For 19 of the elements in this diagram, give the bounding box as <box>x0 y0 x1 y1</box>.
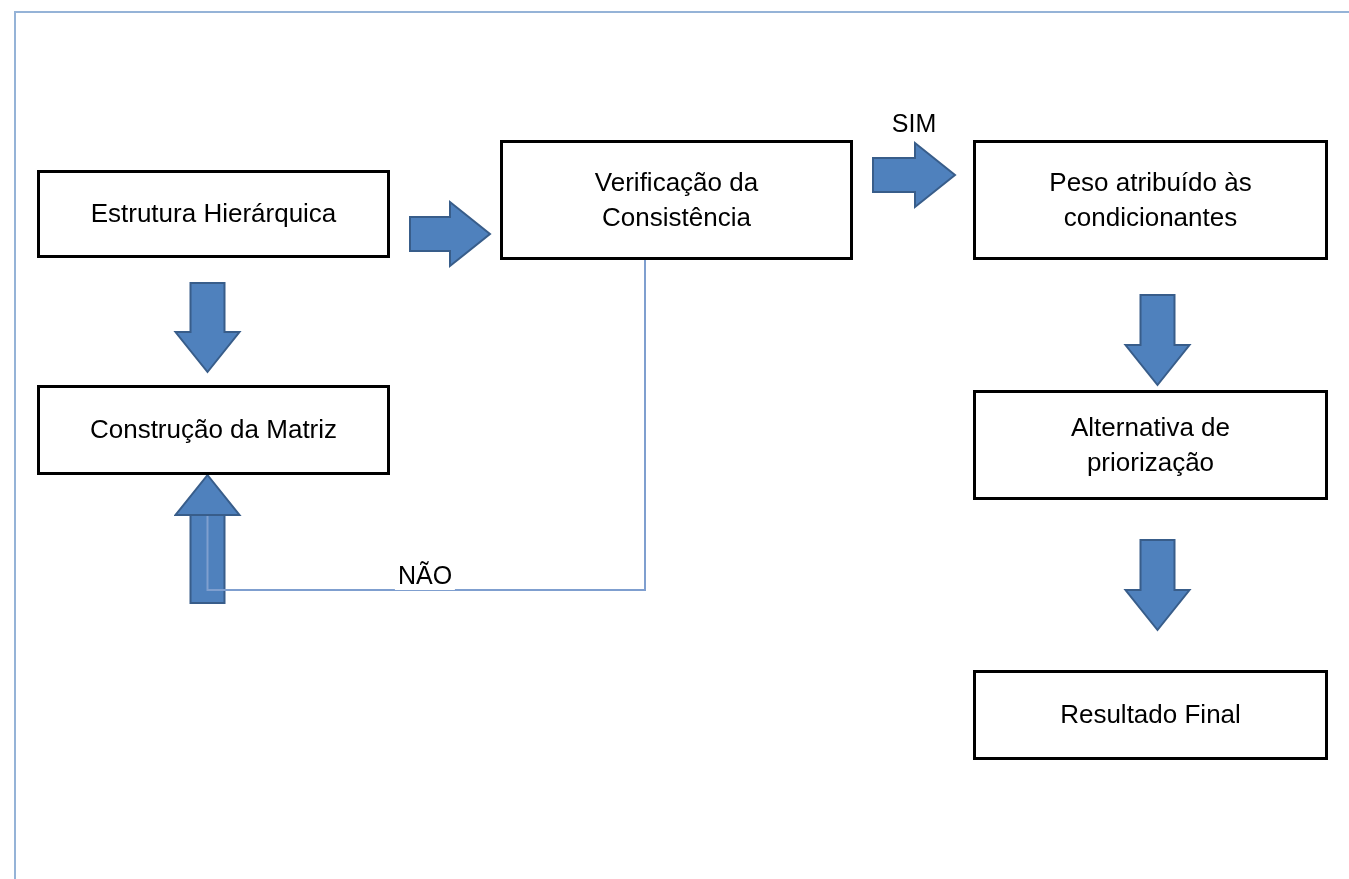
process-box <box>973 390 1328 500</box>
box-label: Peso atribuído às condicionantes <box>1048 165 1253 234</box>
block-arrow <box>872 140 957 210</box>
process-box <box>37 385 390 475</box>
block-arrow <box>173 282 242 374</box>
edge-label: NÃO <box>394 561 456 590</box>
process-box <box>37 170 390 258</box>
block-arrow <box>174 259 646 604</box>
box-label: Verificação da Consistência <box>593 165 760 234</box>
block-arrow <box>1123 294 1192 387</box>
box-label: Construção da Matriz <box>89 413 338 447</box>
process-box <box>973 670 1328 760</box>
process-box <box>973 140 1328 260</box>
box-label: Estrutura Hierárquica <box>90 197 337 231</box>
process-box <box>500 140 853 260</box>
block-arrow <box>409 199 492 269</box>
box-label: Alternativa de priorização <box>1070 410 1231 479</box>
block-arrow <box>1123 539 1192 632</box>
box-label: Resultado Final <box>1060 698 1241 732</box>
